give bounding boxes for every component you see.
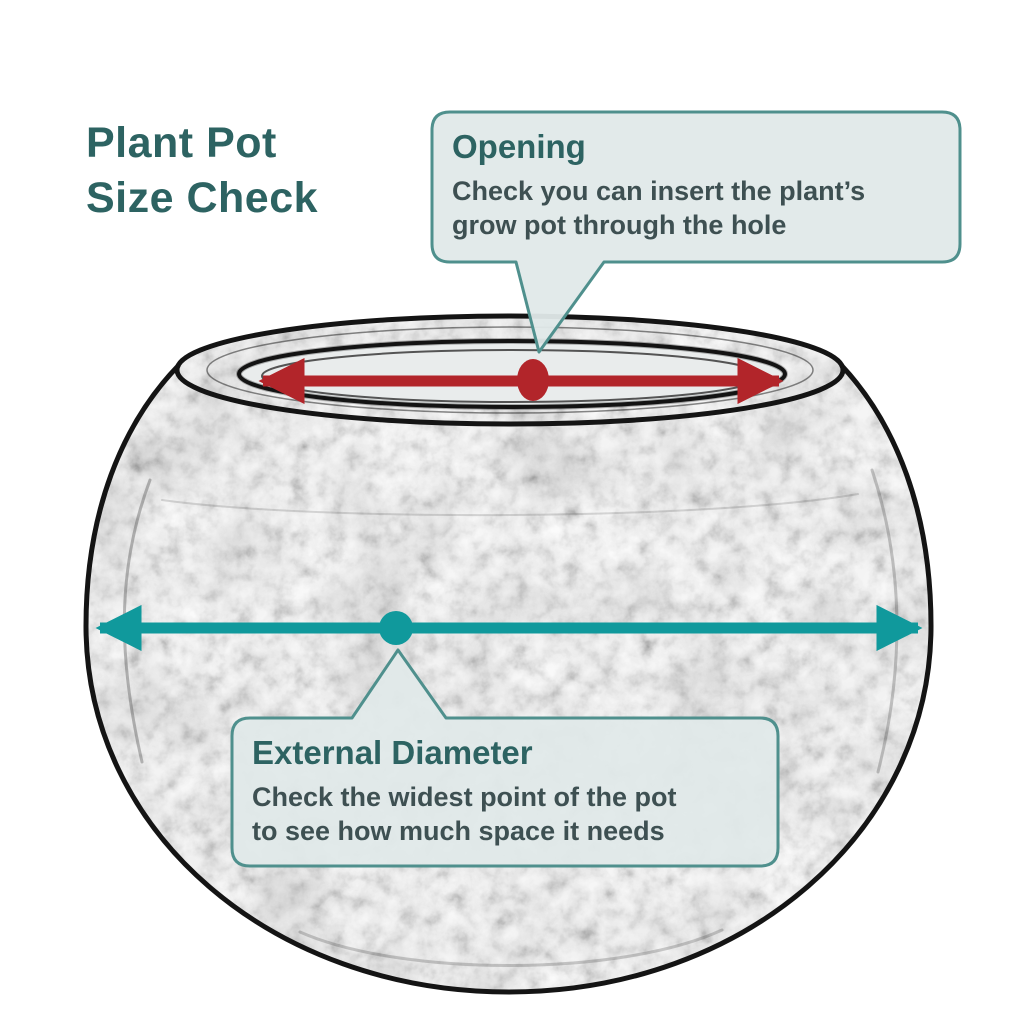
pot-opening-shadow — [236, 338, 788, 410]
pot-body-outline — [83, 363, 934, 995]
external-diameter-callout-bubble — [230, 648, 780, 868]
opening-callout-body-line2: grow pot through the hole — [452, 210, 786, 240]
pot-rim-outline — [174, 313, 846, 427]
opening-callout-bubble — [430, 110, 962, 354]
pot-rim-lip-line — [206, 326, 814, 414]
external-diameter-callout-body-line2: to see how much space it needs — [252, 816, 665, 846]
external-diameter-arrow-group — [95, 604, 923, 652]
opening-arrow-group — [258, 357, 784, 405]
page-title-line2: Size Check — [86, 173, 319, 222]
external-diameter-callout-heading: External Diameter — [252, 734, 533, 771]
opening-arrow-center-dot — [517, 359, 549, 401]
page-title-line1: Plant Pot — [86, 119, 277, 167]
external-diameter-callout: External Diameter Check the widest point… — [230, 648, 780, 868]
pot-texture — [86, 316, 931, 992]
external-diameter-center-dot — [379, 611, 413, 645]
pot-sketch — [83, 313, 934, 995]
shading-bottom — [298, 928, 724, 967]
opening-callout-heading: Opening — [452, 128, 586, 165]
external-diameter-callout-body-line1: Check the widest point of the pot — [252, 782, 677, 812]
page-title: Plant Pot Size Check — [86, 116, 318, 225]
opening-callout: Opening Check you can insert the plant’s… — [430, 110, 962, 354]
shading-mid — [161, 493, 859, 517]
opening-callout-body-line1: Check you can insert the plant’s — [452, 176, 865, 206]
